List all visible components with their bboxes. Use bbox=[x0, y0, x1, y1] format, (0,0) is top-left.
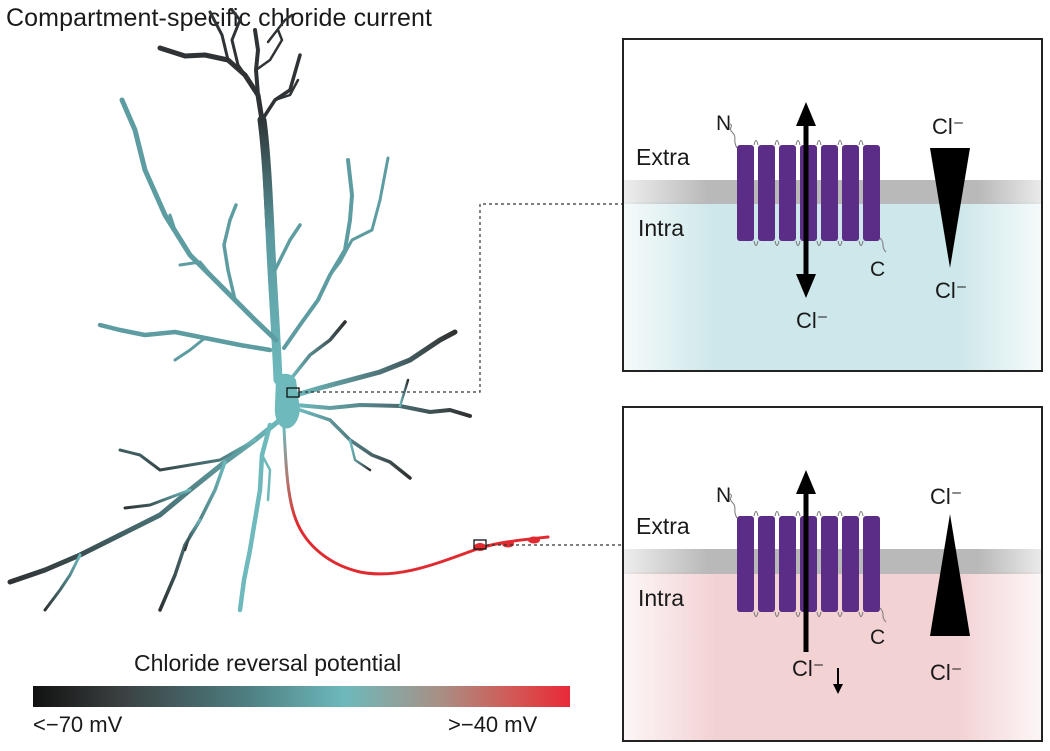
bidirectional-arrow bbox=[796, 102, 816, 298]
color-scale-bar bbox=[33, 686, 570, 707]
apical-tuft bbox=[157, 8, 302, 233]
legend-max-label: >−40 mV bbox=[448, 712, 538, 737]
c-terminus-label: C bbox=[870, 626, 885, 649]
basal-dendrites-teal bbox=[237, 422, 273, 613]
small-down-arrow bbox=[833, 668, 843, 694]
panel-axon-graphic: Extra Intra N C Cl⁻ Cl⁻ Cl⁻ bbox=[624, 470, 1041, 740]
neuron-illustration bbox=[7, 8, 550, 613]
ion-bottom-label: Cl⁻ bbox=[930, 660, 962, 685]
flux-ion-label: Cl⁻ bbox=[792, 656, 824, 681]
intra-label: Intra bbox=[638, 585, 684, 611]
basal-dendrites bbox=[7, 417, 283, 612]
panel-dendrite-graphic: Extra Intra N C Cl⁻ Cl⁻ Cl⁻ bbox=[624, 102, 1041, 370]
panel-axon: Extra Intra N C Cl⁻ Cl⁻ Cl⁻ bbox=[622, 406, 1043, 742]
soma bbox=[274, 373, 300, 429]
axon bbox=[282, 426, 550, 576]
legend-title: Chloride reversal potential bbox=[134, 650, 402, 676]
ion-top-label: Cl⁻ bbox=[930, 484, 962, 509]
channel-protein bbox=[729, 123, 887, 253]
c-terminus-label: C bbox=[870, 258, 885, 281]
intra-label: Intra bbox=[638, 215, 684, 241]
flux-ion-label: Cl⁻ bbox=[796, 308, 828, 333]
ion-top-label: Cl⁻ bbox=[932, 114, 964, 139]
panel-dendrite: Extra Intra N C Cl⁻ Cl⁻ Cl⁻ bbox=[622, 38, 1043, 372]
right-dendrites bbox=[288, 320, 472, 480]
gradient-wedge-up bbox=[930, 514, 970, 636]
extra-label: Extra bbox=[636, 144, 690, 170]
gradient-wedge-down bbox=[930, 148, 970, 268]
ion-bottom-label: Cl⁻ bbox=[935, 278, 967, 303]
n-terminus-label: N bbox=[716, 484, 731, 507]
extra-label: Extra bbox=[636, 513, 690, 539]
efflux-arrow bbox=[796, 470, 816, 652]
legend-min-label: <−70 mV bbox=[33, 712, 123, 737]
n-terminus-label: N bbox=[716, 112, 731, 135]
